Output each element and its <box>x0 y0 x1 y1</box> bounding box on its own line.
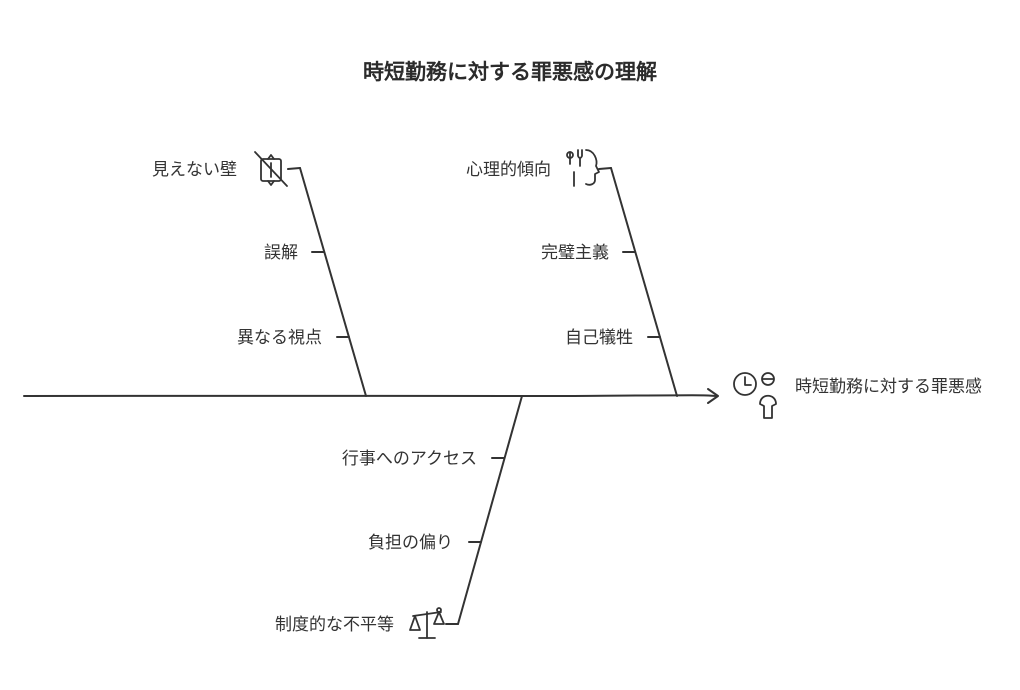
cause-label-3-1: 行事へのアクセス <box>341 449 477 469</box>
category-label-1: 見えない壁 <box>152 160 237 180</box>
effect-label: 時短勤務に対する罪悪感 <box>795 377 982 397</box>
cause-label-2-1: 完璧主義 <box>541 243 609 263</box>
diagram-title: 時短勤務に対する罪悪感の理解 <box>363 60 657 84</box>
spine-line <box>23 394 717 398</box>
hidden-barrier-icon <box>254 151 288 187</box>
balance-scale-icon <box>409 607 445 639</box>
category-label-3: 制度的な不平等 <box>275 615 394 635</box>
clock-person-icon <box>733 372 777 419</box>
category-label-2: 心理的傾向 <box>466 160 551 180</box>
cause-label-1-2: 異なる視点 <box>237 328 322 348</box>
bone-line-2 <box>610 167 678 397</box>
bone-line-1 <box>299 167 367 397</box>
bone-line-3 <box>457 395 523 625</box>
head-profile-icon <box>566 149 600 187</box>
spine-arrowhead <box>707 388 719 404</box>
cause-label-2-2: 自己犠牲 <box>565 328 633 348</box>
cause-label-3-2: 負担の偏り <box>368 533 453 553</box>
bone-tick-2-0 <box>598 167 612 170</box>
cause-label-1-1: 誤解 <box>264 243 298 263</box>
bone-tick-1-0 <box>287 167 301 170</box>
